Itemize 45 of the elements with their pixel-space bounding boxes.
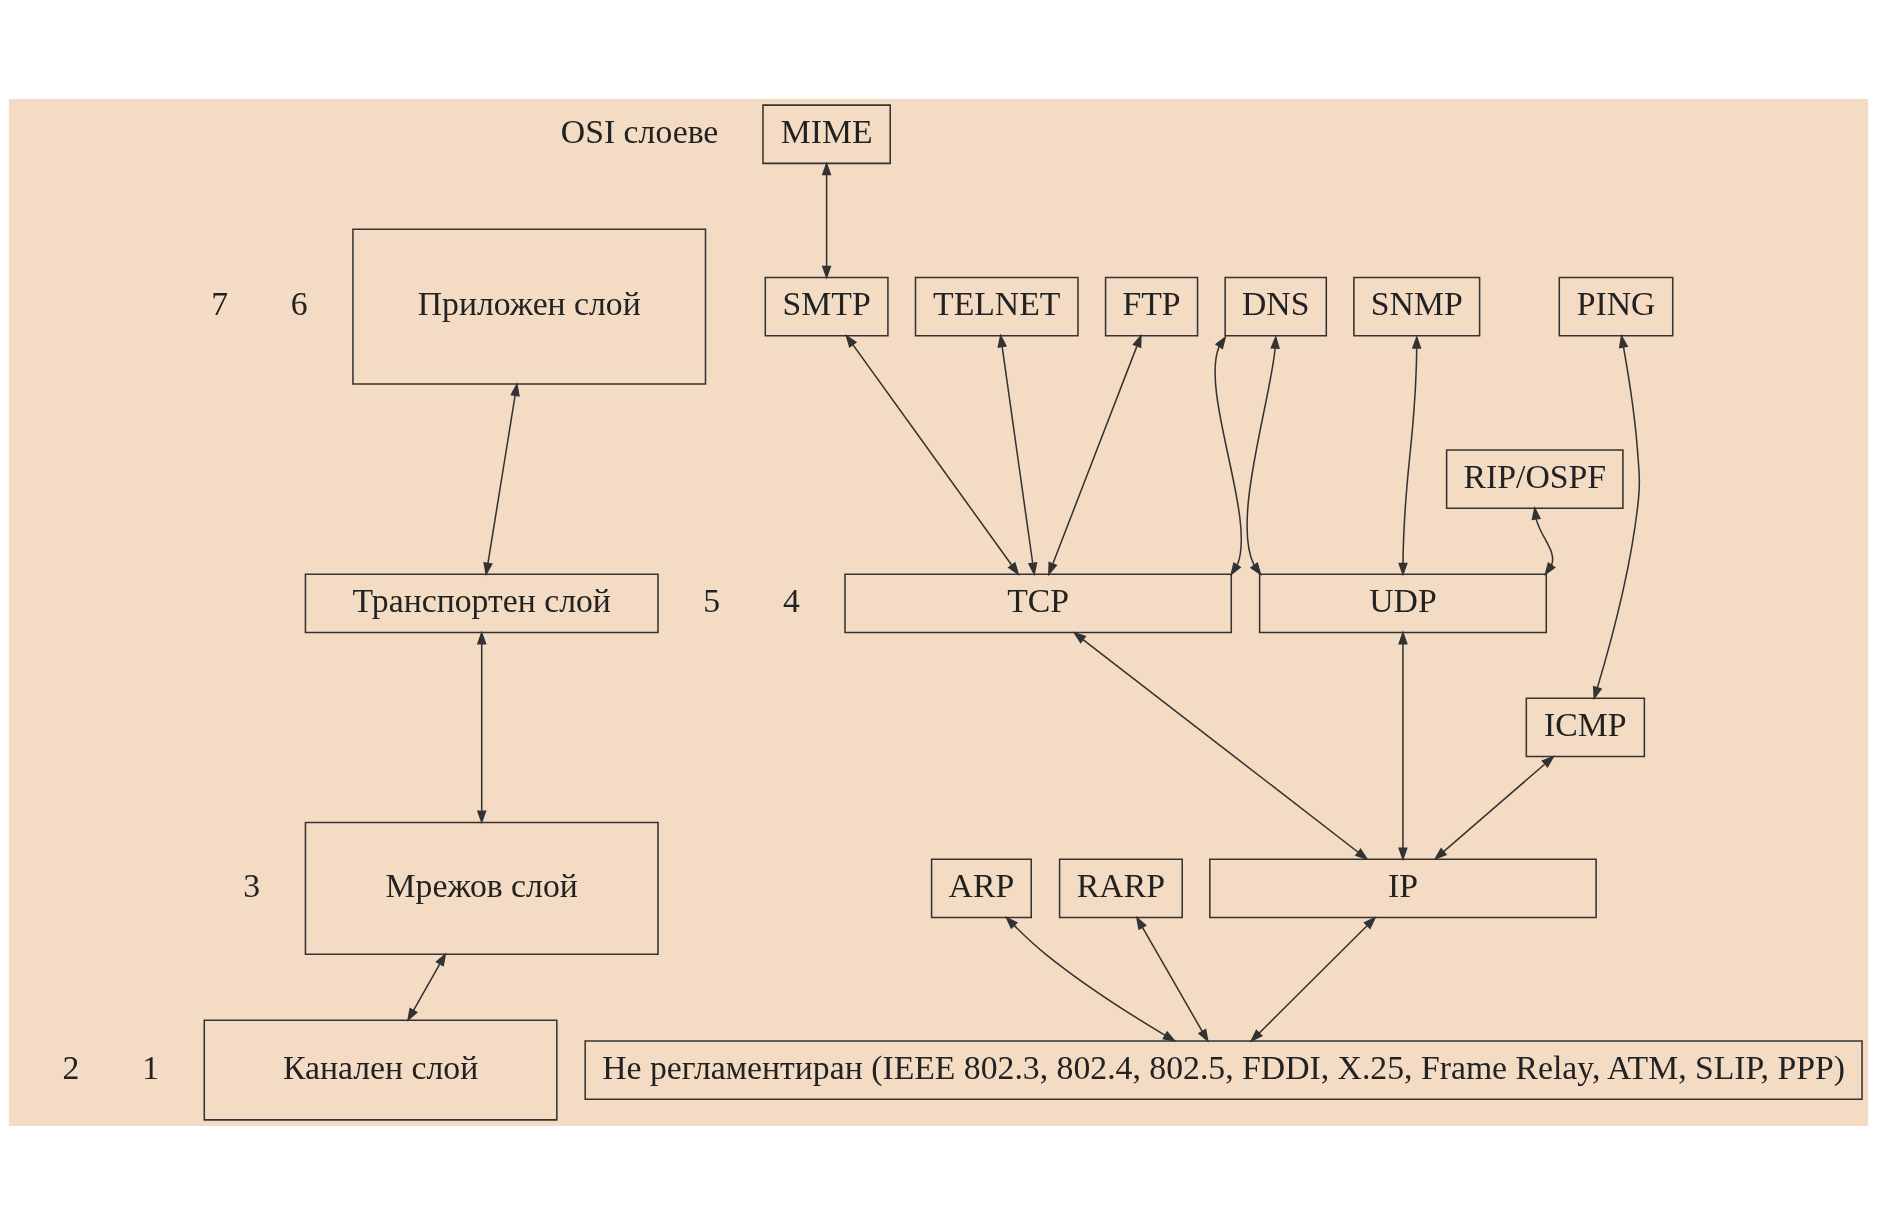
node-box: TCP: [844, 573, 1233, 634]
node-box: RIP/OSPF: [1445, 449, 1624, 510]
arrow: [1214, 335, 1243, 577]
label: 5: [703, 581, 721, 619]
arrow: [1592, 334, 1641, 701]
arrow: [1246, 335, 1280, 577]
arrow: [997, 333, 1038, 577]
arrow: [1004, 915, 1177, 1043]
arrow: [406, 952, 447, 1022]
label: 1: [142, 1048, 160, 1086]
node-box: Приложен слой: [352, 228, 707, 385]
arrow: [1531, 505, 1556, 577]
node-box: Канален слой: [203, 1019, 558, 1121]
node-box: UDP: [1258, 573, 1548, 634]
arrow: [1048, 333, 1142, 577]
arrow: [1249, 916, 1377, 1043]
node-box: ARP: [930, 858, 1032, 919]
node-box: DNS: [1224, 276, 1328, 337]
label: 3: [243, 866, 261, 904]
arrow: [845, 333, 1020, 576]
label: 6: [290, 285, 308, 323]
node-box: ICMP: [1525, 697, 1646, 758]
node-box: Транспортен слой: [304, 573, 659, 634]
label: 7: [211, 285, 229, 323]
arrow: [1135, 915, 1209, 1043]
label: 2: [62, 1048, 80, 1086]
label: 4: [782, 581, 800, 619]
arrow: [483, 382, 520, 577]
node-box: SMTP: [764, 276, 889, 337]
node-box: Мрежов слой: [304, 821, 659, 956]
node-box: TELNET: [914, 276, 1079, 337]
node-box: Не регламентиран (IEEE 802.3, 802.4, 802.5, FDDI, X.25, Frame Relay, ATM, SLIP, PPP): [584, 1040, 1863, 1100]
label: OSI слоеве: [560, 112, 719, 150]
node-box: FTP: [1104, 276, 1199, 337]
node-box: RARP: [1058, 858, 1183, 919]
arrow: [476, 630, 487, 825]
node-box: MIME: [762, 104, 891, 165]
arrow: [1398, 630, 1408, 862]
node-box: IP: [1209, 858, 1597, 919]
node-box: SNMP: [1353, 276, 1481, 337]
node-box: PING: [1558, 276, 1674, 337]
arrow: [1072, 631, 1369, 861]
arrow: [1398, 335, 1422, 577]
arrow: [1433, 755, 1555, 861]
arrow: [821, 161, 832, 280]
